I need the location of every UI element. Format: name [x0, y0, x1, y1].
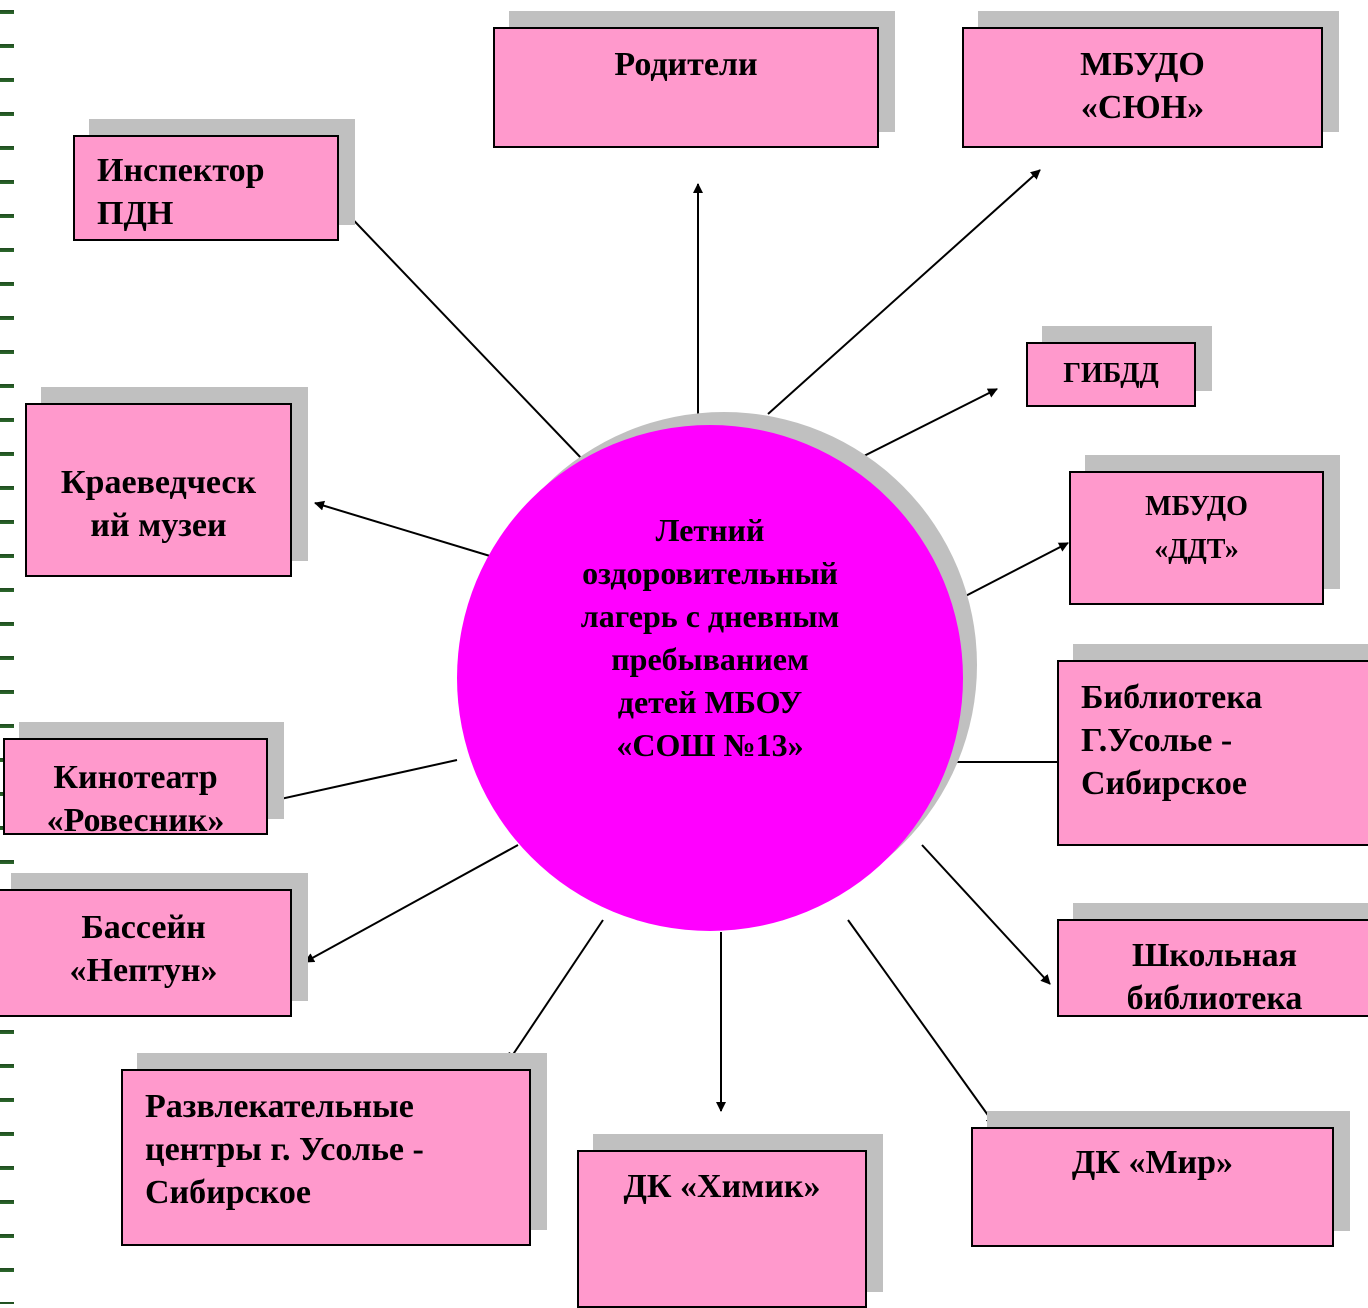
node-dk-mir: ДК «Мир» [971, 1127, 1334, 1247]
node-inspektor: Инспектор ПДН [73, 135, 339, 241]
node-gibdd: ГИБДД [1026, 342, 1196, 407]
arrow-syun [767, 169, 1041, 415]
node-basseyn: Бассейн «Нептун» [0, 889, 292, 1017]
arrow-razvlek [507, 919, 604, 1063]
node-razvlek: Развлекательные центры г. Усолье - Сибир… [121, 1069, 531, 1246]
node-kino: Кинотеатр «Ровесник» [3, 738, 268, 835]
arrow-kraeved [314, 500, 491, 557]
node-kraeved: Краеведческ ий музеи [25, 403, 292, 577]
arrow-mir [847, 919, 996, 1126]
node-mbudo-syun: МБУДО «СЮН» [962, 27, 1323, 148]
node-biblioteka-label: Библиотека Г.Усолье - Сибирское [1081, 679, 1263, 802]
node-shkolnaya: Школьная библиотека [1057, 919, 1368, 1017]
center-node: Летний оздоровительный лагерь с дневным … [457, 425, 963, 931]
line-inspektor [339, 205, 584, 461]
node-basseyn-label: Бассейн «Нептун» [69, 909, 218, 989]
node-kraeved-label: Краеведческ ий музеи [60, 464, 257, 544]
arrow-shkolnaya [921, 844, 1051, 985]
node-razvlek-label: Развлекательные центры г. Усолье - Сибир… [145, 1088, 424, 1211]
node-roditeli: Родители [493, 27, 879, 148]
node-gibdd-label: ГИБДД [1063, 358, 1159, 389]
node-dk-mir-label: ДК «Мир» [1071, 1144, 1234, 1181]
node-roditeli-label: Родители [614, 46, 758, 83]
center-label: Летний оздоровительный лагерь с дневным … [580, 512, 840, 763]
node-biblioteka: Библиотека Г.Усолье - Сибирское [1057, 660, 1368, 846]
node-inspektor-label: Инспектор ПДН [97, 152, 265, 232]
node-dk-khimik: ДК «Химик» [577, 1150, 867, 1308]
arrow-gibdd [847, 388, 998, 465]
arrow-ddt [951, 542, 1069, 604]
node-kino-label: Кинотеатр «Ровесник» [46, 759, 225, 835]
node-mbudo-ddt-label: МБУДО «ДДТ» [1145, 491, 1248, 565]
node-mbudo-ddt: МБУДО «ДДТ» [1069, 471, 1324, 605]
node-shkolnaya-label: Школьная библиотека [1126, 937, 1303, 1017]
node-mbudo-syun-label: МБУДО «СЮН» [1080, 46, 1205, 126]
arrow-kino [248, 759, 458, 809]
arrow-basseyn [304, 844, 519, 963]
node-dk-khimik-label: ДК «Химик» [623, 1168, 821, 1205]
